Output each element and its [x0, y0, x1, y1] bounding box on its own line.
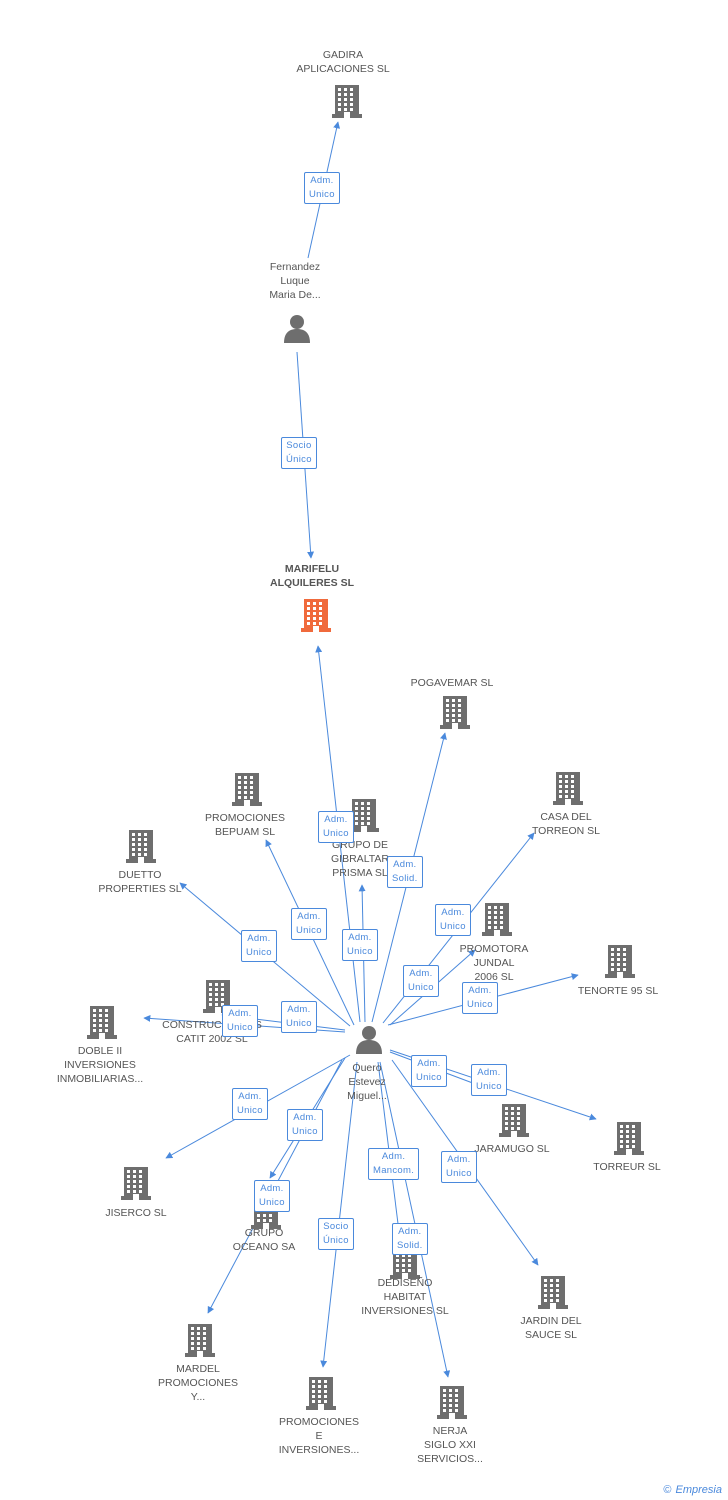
node-bepuam[interactable]: PROMOCIONES BEPUAM SL [175, 811, 315, 839]
edge-label-quero-dediseno[interactable]: Adm. Mancom. [368, 1148, 420, 1180]
building-icon-gadira[interactable] [332, 84, 362, 123]
building-icon-bepuam[interactable] [232, 772, 262, 811]
building-icon-gibraltar[interactable] [349, 798, 379, 837]
node-label-gadira: GADIRA APLICACIONES SL [296, 49, 390, 75]
building-icon-jaramugo[interactable] [499, 1103, 529, 1142]
node-torreon[interactable]: CASA DEL TORREON SL [496, 810, 636, 838]
node-jundal[interactable]: PROMOTORA JUNDAL 2006 SL [424, 942, 564, 984]
edge-label-quero-mardel[interactable]: Adm. Unico [254, 1180, 290, 1212]
edge-label-quero-torreon[interactable]: Adm. Unico [435, 904, 471, 936]
node-label-mardel: MARDEL PROMOCIONES Y... [158, 1363, 238, 1403]
node-label-promoinv: PROMOCIONES E INVERSIONES... [278, 1416, 360, 1456]
node-jardin[interactable]: JARDIN DEL SAUCE SL [481, 1314, 621, 1342]
node-label-jardin: JARDIN DEL SAUCE SL [520, 1315, 582, 1341]
person-icon-fernandez[interactable] [282, 313, 312, 348]
building-icon-nerja[interactable] [437, 1385, 467, 1424]
building-icon-pogavemar[interactable] [440, 695, 470, 734]
edge-label-quero-dobleii[interactable]: Adm. Unico [222, 1005, 258, 1037]
edge-label-quero-jaramugo[interactable]: Adm. Unico [411, 1055, 447, 1087]
building-icon-marifelu[interactable] [301, 598, 331, 637]
node-fernandez[interactable]: Fernandez Luque Maria De... [225, 260, 365, 302]
footer-brand[interactable]: ©Empresia [663, 1484, 722, 1496]
node-marifelu[interactable]: MARIFELU ALQUILERES SL [242, 562, 382, 590]
edge-label-quero-tenorte[interactable]: Adm. Unico [462, 982, 498, 1014]
node-label-jundal: PROMOTORA JUNDAL 2006 SL [459, 943, 529, 983]
building-icon-torreur[interactable] [614, 1121, 644, 1160]
node-label-pogavemar: POGAVEMAR SL [410, 677, 494, 689]
node-label-bepuam: PROMOCIONES BEPUAM SL [205, 812, 285, 838]
node-label-quero: Quero Estevez Miguel... [347, 1062, 387, 1102]
node-gadira[interactable]: GADIRA APLICACIONES SL [273, 48, 413, 76]
edge-label-quero-oceano[interactable]: Adm. Unico [287, 1109, 323, 1141]
building-icon-jundal[interactable] [482, 902, 512, 941]
brand-name: Empresia [675, 1484, 722, 1496]
node-label-nerja: NERJA SIGLO XXI SERVICIOS... [417, 1425, 483, 1465]
node-nerja[interactable]: NERJA SIGLO XXI SERVICIOS... [380, 1424, 520, 1466]
node-tenorte[interactable]: TENORTE 95 SL [548, 984, 688, 998]
building-icon-mardel[interactable] [185, 1323, 215, 1362]
edge-label-quero-torreur[interactable]: Adm. Unico [471, 1064, 507, 1096]
node-label-torreur: TORREUR SL [593, 1161, 661, 1173]
node-label-fernandez: Fernandez Luque Maria De... [269, 261, 321, 301]
node-torreur[interactable]: TORREUR SL [557, 1160, 697, 1174]
edge-label-quero-bepuam[interactable]: Adm. Unico [291, 908, 327, 940]
edge-label-fernandez-marifelu[interactable]: Socio Único [281, 437, 317, 469]
edge-label-quero-jiserco[interactable]: Adm. Unico [232, 1088, 268, 1120]
node-label-dobleii: DOBLE II INVERSIONES INMOBILIARIAS... [56, 1045, 144, 1085]
building-icon-promoinv[interactable] [306, 1376, 336, 1415]
node-mardel[interactable]: MARDEL PROMOCIONES Y... [128, 1362, 268, 1404]
node-label-dediseno: DEDISEÑO HABITAT INVERSIONES SL [361, 1277, 449, 1317]
node-gibraltar[interactable]: GRUPO DE GIBRALTAR PRISMA SL [290, 838, 430, 880]
edge-quero-promoinv [320, 1061, 358, 1368]
edge-label-quero-gibraltar[interactable]: Adm. Unico [342, 929, 378, 961]
node-promoinv[interactable]: PROMOCIONES E INVERSIONES... [249, 1415, 389, 1457]
edge-label-quero-duetto[interactable]: Adm. Unico [241, 930, 277, 962]
node-label-gibraltar: GRUPO DE GIBRALTAR PRISMA SL [331, 839, 389, 879]
node-label-oceano: GRUPO OCEANO SA [232, 1227, 296, 1253]
edge-label-fernandez-gadira[interactable]: Adm. Unico [304, 172, 340, 204]
node-jaramugo[interactable]: JARAMUGO SL [442, 1142, 582, 1156]
node-label-torreon: CASA DEL TORREON SL [531, 811, 601, 837]
node-label-duetto: DUETTO PROPERTIES SL [98, 869, 182, 895]
edge-quero-nerja [379, 1061, 451, 1378]
building-icon-jardin[interactable] [538, 1275, 568, 1314]
node-label-catit: CONSTRUCCIONES CATIT 2002 SL [162, 1019, 262, 1045]
person-icon-quero[interactable] [354, 1024, 384, 1059]
building-icon-dobleii[interactable] [87, 1005, 117, 1044]
building-icon-jiserco[interactable] [121, 1166, 151, 1205]
node-dediseno[interactable]: DEDISEÑO HABITAT INVERSIONES SL [335, 1276, 475, 1318]
building-icon-tenorte[interactable] [605, 944, 635, 983]
edge-label-quero-nerja[interactable]: Adm. Solid. [392, 1223, 428, 1255]
node-label-marifelu: MARIFELU ALQUILERES SL [269, 563, 354, 589]
building-icon-duetto[interactable] [126, 829, 156, 868]
edge-label-quero-jundal[interactable]: Adm. Unico [403, 965, 439, 997]
edge-label-quero-promoinv[interactable]: Socio Único [318, 1218, 354, 1250]
node-label-jaramugo: JARAMUGO SL [474, 1143, 550, 1155]
edge-label-quero-jardin[interactable]: Adm. Unico [441, 1151, 477, 1183]
node-duetto[interactable]: DUETTO PROPERTIES SL [70, 868, 210, 896]
edge-label-quero-pogavemar[interactable]: Adm. Solid. [387, 856, 423, 888]
node-catit[interactable]: CONSTRUCCIONES CATIT 2002 SL [142, 1018, 282, 1046]
node-dobleii[interactable]: DOBLE II INVERSIONES INMOBILIARIAS... [30, 1044, 170, 1086]
building-icon-torreon[interactable] [553, 771, 583, 810]
edge-label-quero-catit[interactable]: Adm. Unico [281, 1001, 317, 1033]
node-label-tenorte: TENORTE 95 SL [577, 985, 659, 997]
copyright-symbol: © [663, 1484, 672, 1496]
edge-label-quero-marifelu[interactable]: Adm. Unico [318, 811, 354, 843]
node-label-jiserco: JISERCO SL [105, 1207, 167, 1219]
node-oceano[interactable]: GRUPO OCEANO SA [194, 1226, 334, 1254]
node-jiserco[interactable]: JISERCO SL [66, 1206, 206, 1220]
node-quero[interactable]: Quero Estevez Miguel... [297, 1061, 437, 1103]
node-pogavemar[interactable]: POGAVEMAR SL [382, 676, 522, 690]
